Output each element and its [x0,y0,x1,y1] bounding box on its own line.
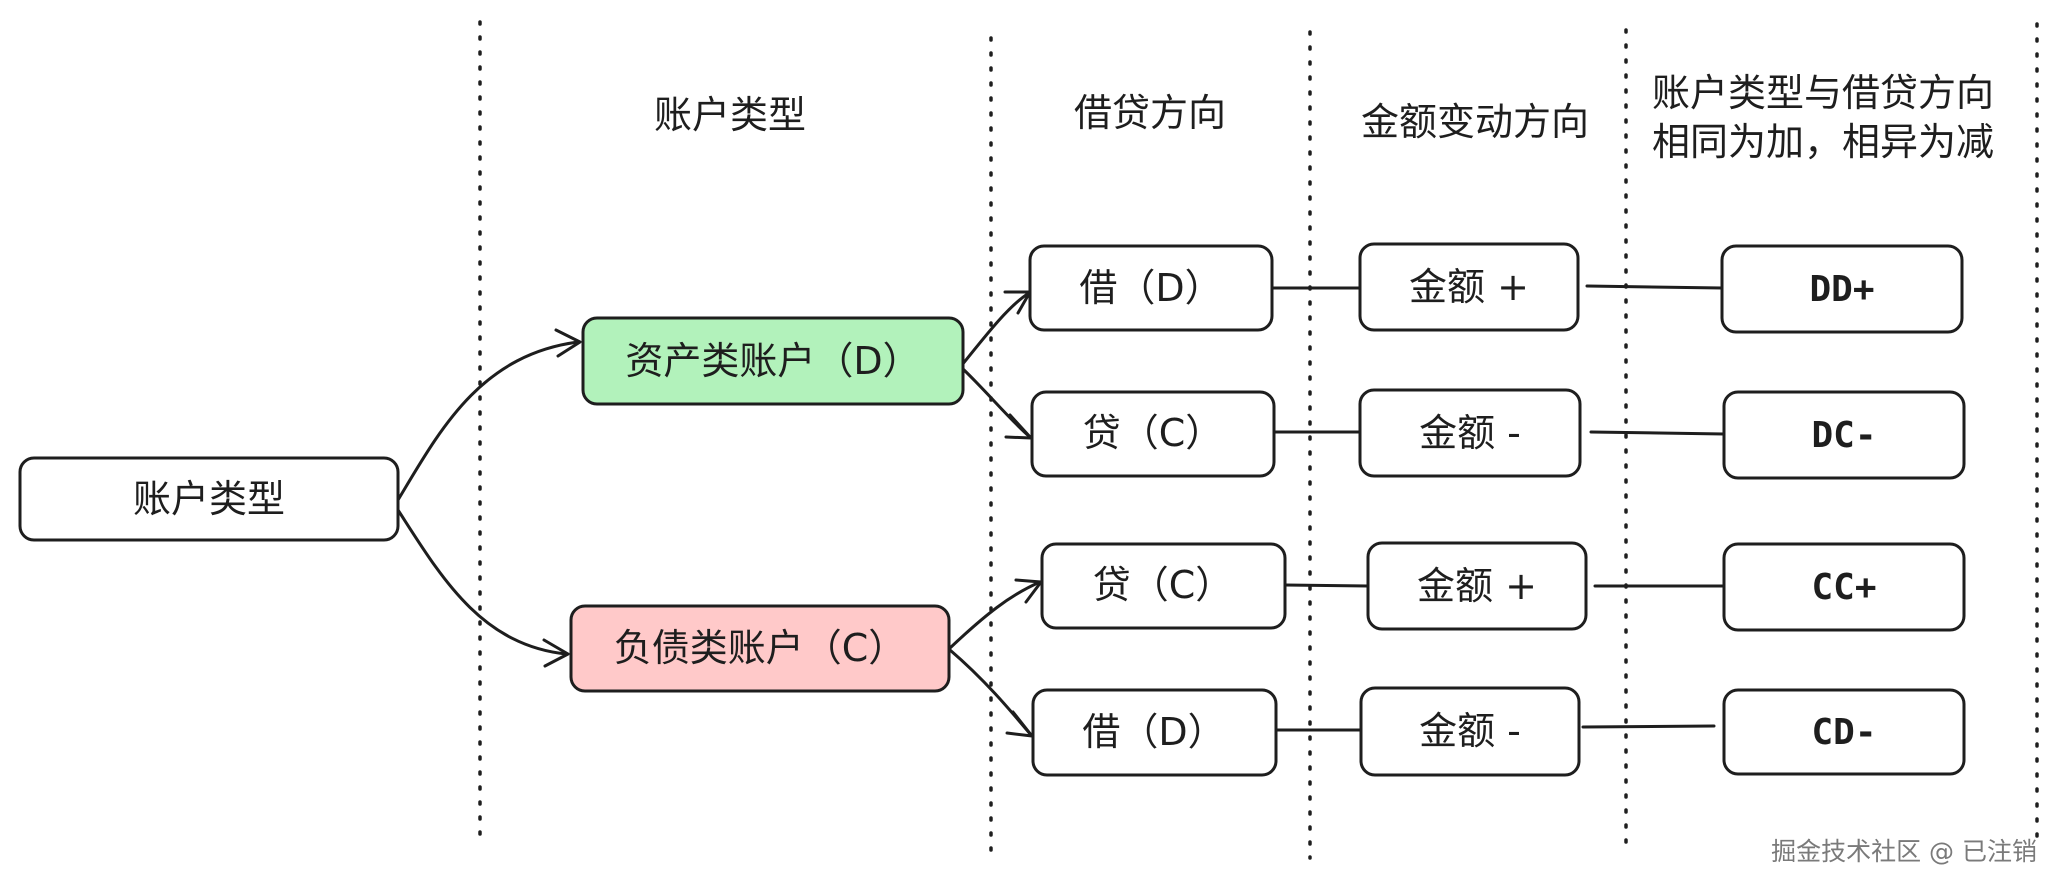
result-node-box [1722,390,1966,480]
amount-node-label: 金额 + [1409,265,1529,309]
result-node: CC+ [1722,542,1966,632]
link-direction-to-amount [1283,583,1370,588]
link-amount-to-result [1589,430,1726,436]
edge-root-to-liability [396,508,568,656]
edge-liability-to-debit [948,648,1033,737]
direction-node-box [1040,542,1287,630]
direction-node-label: 借（D） [1082,710,1225,754]
link-amount-to-result [1581,724,1716,729]
watermark: 掘金技术社区 @ 已注销 [1771,837,2037,866]
result-node-box [1720,244,1964,334]
direction-node: 借（D） [1028,244,1274,332]
result-node-label: DD+ [1809,269,1874,310]
header-debit-credit-direction: 借贷方向 [1074,91,1226,135]
amount-node-box [1366,541,1588,631]
arrowhead [542,638,570,668]
direction-node-label: 借（D） [1079,266,1222,310]
amount-node-box [1358,242,1580,332]
direction-node-box [1031,688,1278,777]
result-node-box [1722,688,1966,776]
root-node-box [18,456,400,542]
edge-asset-to-debit [960,291,1031,367]
header-rule-line2: 相同为加，相异为减 [1652,120,1994,164]
amount-node-box [1359,686,1581,777]
direction-node-box [1028,244,1274,332]
result-node: DC- [1722,390,1966,480]
asset-account-box [581,316,965,406]
root-node-label: 账户类型 [133,477,285,521]
arrowhead [554,328,582,358]
direction-node-label: 贷（C） [1083,411,1224,455]
asset-account-node: 资产类账户（D） [581,316,965,406]
result-node-label: CC+ [1811,567,1876,608]
root-node: 账户类型 [18,456,400,542]
arrowhead [1005,710,1034,738]
amount-node: 金额 - [1358,388,1582,478]
direction-node: 贷（C） [1040,542,1287,630]
edge-liability-to-credit [948,580,1042,650]
liability-account-box [569,604,951,693]
amount-node: 金额 + [1358,242,1580,332]
liability-account-node: 负债类账户（C） [569,604,951,693]
amount-node: 金额 - [1359,686,1581,777]
link-amount-to-result [1585,284,1724,290]
amount-node: 金额 + [1366,541,1588,631]
edge-root-to-asset [396,340,580,502]
asset-account-label: 资产类账户（D） [625,339,920,383]
direction-node-label: 贷（C） [1093,563,1234,607]
direction-node: 借（D） [1031,688,1278,777]
result-node: DD+ [1720,244,1964,334]
header-rule-line1: 账户类型与借贷方向 [1652,71,1994,115]
result-node-label: DC- [1811,415,1876,456]
amount-node-label: 金额 + [1417,564,1537,608]
direction-node: 贷（C） [1030,390,1276,478]
liability-account-label: 负债类账户（C） [614,626,907,670]
header-account-type: 账户类型 [654,93,806,137]
result-node: CD- [1722,688,1966,776]
header-amount-change-direction: 金额变动方向 [1361,100,1589,144]
direction-node-box [1030,390,1276,478]
result-node-label: CD- [1811,712,1876,753]
amount-node-label: 金额 - [1419,709,1521,753]
amount-node-label: 金额 - [1419,411,1521,455]
result-node-box [1722,542,1966,632]
amount-node-box [1358,388,1582,478]
